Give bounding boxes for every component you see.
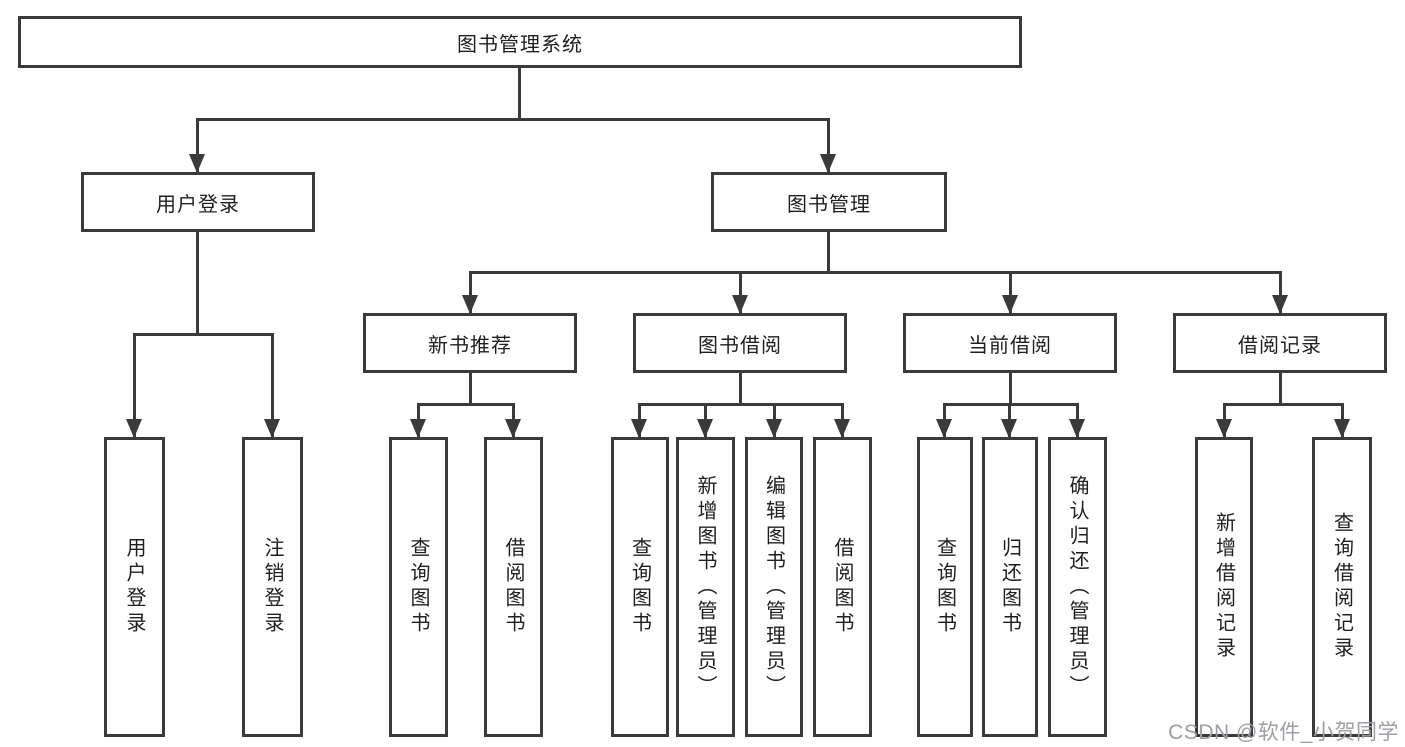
connector-borrowing-rail [638, 403, 843, 406]
node-book-management: 图书管理 [711, 172, 947, 232]
leaf-edit-books-admin: 编辑图书（管理员） [745, 437, 803, 737]
connector-arrow-add-books-admin [697, 403, 713, 438]
leaf-query-books-recommend: 查询图书 [389, 437, 448, 737]
leaf-add-borrow-record: 新增借阅记录 [1195, 437, 1253, 737]
connector-arrow-leaf-user-login [126, 333, 142, 438]
connector-arrow-borrowing-records [1272, 271, 1288, 314]
leaf-user-login: 用户登录 [104, 437, 165, 737]
connector-arrow-new-book-recommendation [462, 271, 478, 314]
connector-records-stub [1279, 373, 1282, 406]
connector-arrow-current-borrowing [1002, 271, 1018, 314]
connector-root-stub [518, 68, 521, 120]
connector-recommend-stub [469, 373, 472, 406]
leaf-confirm-return-admin: 确认归还（管理员） [1048, 437, 1107, 737]
connector-arrow-query-books-recommend [410, 403, 426, 438]
connector-book-management-rail [469, 271, 1281, 274]
node-new-book-recommendation: 新书推荐 [363, 313, 577, 373]
connector-arrow-book-borrowing [732, 271, 748, 314]
connector-arrow-borrow-books-recommend [505, 403, 521, 438]
connector-arrow-query-books-borrowing [631, 403, 647, 438]
leaf-borrow-books-recommend: 借阅图书 [484, 437, 543, 737]
leaf-borrow-books: 借阅图书 [813, 437, 872, 737]
node-borrowing-records: 借阅记录 [1173, 313, 1387, 373]
connector-arrow-borrow-books [834, 403, 850, 438]
leaf-logout: 注销登录 [242, 437, 303, 737]
leaf-add-books-admin: 新增图书（管理员） [676, 437, 735, 737]
watermark: CSDN @软件_小贺同学 [1168, 721, 1399, 744]
connector-current-rail [943, 403, 1079, 406]
leaf-query-borrow-record: 查询借阅记录 [1312, 437, 1372, 737]
connector-arrow-query-borrow-record [1334, 403, 1350, 438]
connector-arrow-book-management [820, 118, 836, 173]
node-user-login: 用户登录 [81, 172, 315, 232]
connector-arrow-leaf-logout [264, 333, 280, 438]
node-book-borrowing: 图书借阅 [633, 313, 847, 373]
node-current-borrowing: 当前借阅 [903, 313, 1117, 373]
connector-arrow-add-borrow-record [1216, 403, 1232, 438]
connector-arrow-edit-books-admin [766, 403, 782, 438]
connector-borrowing-stub [739, 373, 742, 406]
leaf-query-books-current: 查询图书 [917, 437, 973, 737]
connector-recommend-rail [417, 403, 515, 406]
connector-book-management-stub [827, 232, 830, 274]
connector-current-stub [1009, 373, 1012, 406]
leaf-return-books: 归还图书 [982, 437, 1038, 737]
connector-records-rail [1223, 403, 1344, 406]
connector-arrow-confirm-return-admin [1069, 403, 1085, 438]
connector-root-rail [196, 118, 830, 121]
connector-arrow-query-books-current [936, 403, 952, 438]
node-library-management-system: 图书管理系统 [18, 16, 1022, 68]
connector-arrow-return-books [1001, 403, 1017, 438]
leaf-query-books-borrowing: 查询图书 [611, 437, 669, 737]
connector-user-login-stub [196, 232, 199, 336]
connector-user-login-rail [133, 333, 274, 336]
connector-arrow-user-login [189, 118, 205, 173]
